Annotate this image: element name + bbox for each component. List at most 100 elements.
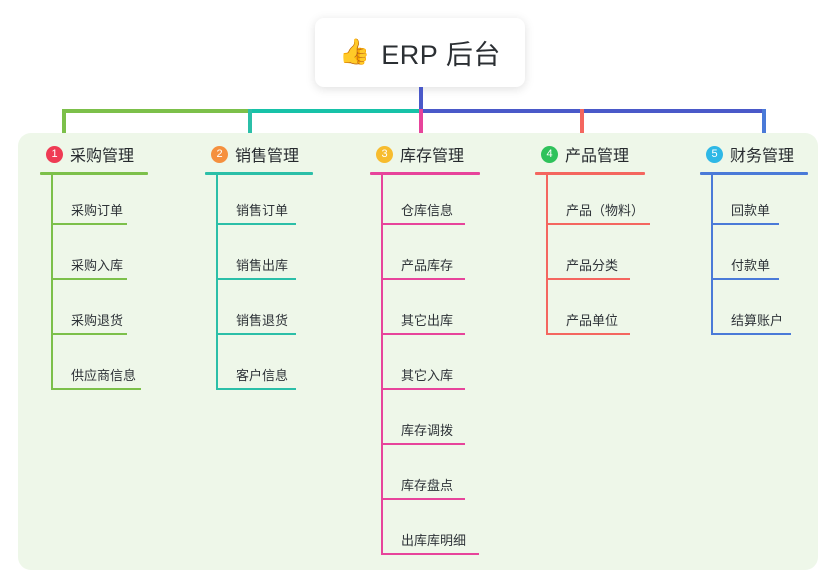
leaf-node-label: 销售出库 — [236, 258, 289, 273]
trunk-connector — [419, 87, 423, 111]
leaf-node-label: 出库库明细 — [401, 533, 467, 548]
branch-badge-3: 3 — [376, 145, 393, 163]
drop-connector-4 — [580, 109, 584, 145]
leaf-node-rule — [381, 333, 465, 335]
leaf-node-label: 库存盘点 — [401, 478, 454, 493]
leaf-node-label: 其它入库 — [401, 368, 454, 383]
branch-rule-5 — [700, 172, 808, 175]
branch-spine-3 — [381, 175, 383, 555]
branch-header-4[interactable]: 4 产品管理 — [535, 142, 645, 166]
leaf-node-label: 回款单 — [731, 203, 771, 218]
leaf-node-label: 客户信息 — [236, 368, 289, 383]
branch-title-5: 财务管理 — [730, 148, 795, 165]
branch-column-1: 1 采购管理采购订单采购入库采购退货供应商信息 — [40, 142, 148, 394]
branch-title-2: 销售管理 — [235, 148, 300, 165]
drop-connector-5 — [762, 109, 766, 145]
leaf-node-rule — [546, 223, 650, 225]
root-node-title: ERP 后台 — [381, 40, 501, 70]
leaf-node-label: 采购订单 — [71, 203, 124, 218]
leaf-node-rule — [216, 388, 296, 390]
leaf-node[interactable]: 库存盘点 — [381, 476, 465, 500]
leaf-node-label: 仓库信息 — [401, 203, 454, 218]
leaf-node-rule — [711, 333, 791, 335]
branch-badge-4: 4 — [541, 145, 558, 163]
leaf-node-label: 采购退货 — [71, 313, 124, 328]
leaf-node[interactable]: 其它入库 — [381, 366, 465, 390]
branch-badge-2: 2 — [211, 145, 228, 163]
branch-column-5: 5 财务管理回款单付款单结算账户 — [700, 142, 808, 339]
branch-body-4: 产品（物料） 产品分类产品单位 — [535, 175, 650, 339]
branch-header-2[interactable]: 2 销售管理 — [205, 142, 313, 166]
leaf-node-rule — [381, 278, 465, 280]
leaf-node-label: 结算账户 — [731, 313, 784, 328]
leaf-node[interactable]: 产品（物料） — [546, 201, 650, 225]
leaf-node-rule — [51, 223, 127, 225]
leaf-node[interactable]: 结算账户 — [711, 311, 791, 335]
leaf-node-rule — [51, 333, 127, 335]
leaf-node-rule — [546, 278, 630, 280]
branch-body-5: 回款单付款单结算账户 — [700, 175, 808, 339]
bus-segment-green — [62, 109, 410, 113]
leaf-node-rule — [381, 388, 465, 390]
leaf-node-label: 库存调拨 — [401, 423, 454, 438]
leaf-node[interactable]: 产品库存 — [381, 256, 465, 280]
branch-body-1: 采购订单采购入库采购退货供应商信息 — [40, 175, 148, 394]
leaf-node-rule — [51, 278, 127, 280]
leaf-node[interactable]: 产品单位 — [546, 311, 630, 335]
leaf-node[interactable]: 仓库信息 — [381, 201, 465, 225]
leaf-node[interactable]: 出库库明细 — [381, 531, 479, 555]
leaf-node-rule — [216, 333, 296, 335]
leaf-node[interactable]: 采购退货 — [51, 311, 127, 335]
leaf-node[interactable]: 供应商信息 — [51, 366, 141, 390]
bus-segment-teal-overlay — [248, 109, 419, 113]
leaf-node-rule — [711, 223, 779, 225]
leaf-node-label: 付款单 — [731, 258, 771, 273]
leaf-node[interactable]: 采购入库 — [51, 256, 127, 280]
leaf-node[interactable]: 回款单 — [711, 201, 779, 225]
branch-body-3: 仓库信息产品库存其它出库其它入库库存调拨库存盘点出库库明细 — [370, 175, 480, 559]
leaf-node-label: 销售订单 — [236, 203, 289, 218]
branch-rule-1 — [40, 172, 148, 175]
leaf-node-label: 产品单位 — [566, 313, 619, 328]
branch-header-5[interactable]: 5 财务管理 — [700, 142, 808, 166]
leaf-node-rule — [216, 223, 296, 225]
branch-spine-1 — [51, 175, 53, 390]
branch-header-1[interactable]: 1 采购管理 — [40, 142, 148, 166]
leaf-node[interactable]: 销售退货 — [216, 311, 296, 335]
branch-column-2: 2 销售管理销售订单销售出库销售退货客户信息 — [205, 142, 313, 394]
bus-segment-indigo — [419, 109, 762, 113]
leaf-node-rule — [51, 388, 141, 390]
leaf-node-rule — [381, 443, 465, 445]
leaf-node-rule — [381, 553, 479, 555]
branch-spine-5 — [711, 175, 713, 335]
leaf-node[interactable]: 采购订单 — [51, 201, 127, 225]
root-node-erp-backend[interactable]: 👍 ERP 后台 — [315, 18, 525, 87]
leaf-node-rule — [711, 278, 779, 280]
branch-body-2: 销售订单销售出库销售退货客户信息 — [205, 175, 313, 394]
leaf-node[interactable]: 产品分类 — [546, 256, 630, 280]
drop-connector-1 — [62, 109, 66, 145]
drop-connector-2 — [248, 109, 252, 145]
branch-badge-1: 1 — [46, 145, 63, 163]
leaf-node[interactable]: 客户信息 — [216, 366, 296, 390]
leaf-node-label: 供应商信息 — [71, 368, 137, 383]
leaf-node[interactable]: 销售出库 — [216, 256, 296, 280]
branch-spine-2 — [216, 175, 218, 390]
leaf-node[interactable]: 其它出库 — [381, 311, 465, 335]
leaf-node-rule — [381, 498, 465, 500]
branch-rule-4 — [535, 172, 645, 175]
branch-title-1: 采购管理 — [70, 148, 135, 165]
branch-rule-2 — [205, 172, 313, 175]
leaf-node[interactable]: 库存调拨 — [381, 421, 465, 445]
leaf-node[interactable]: 销售订单 — [216, 201, 296, 225]
thumbs-up-icon: 👍 — [339, 38, 371, 66]
leaf-node[interactable]: 付款单 — [711, 256, 779, 280]
branch-badge-5: 5 — [706, 145, 723, 163]
branch-title-4: 产品管理 — [565, 148, 630, 165]
leaf-node-rule — [546, 333, 630, 335]
branch-rule-3 — [370, 172, 480, 175]
leaf-node-label: 产品库存 — [401, 258, 454, 273]
